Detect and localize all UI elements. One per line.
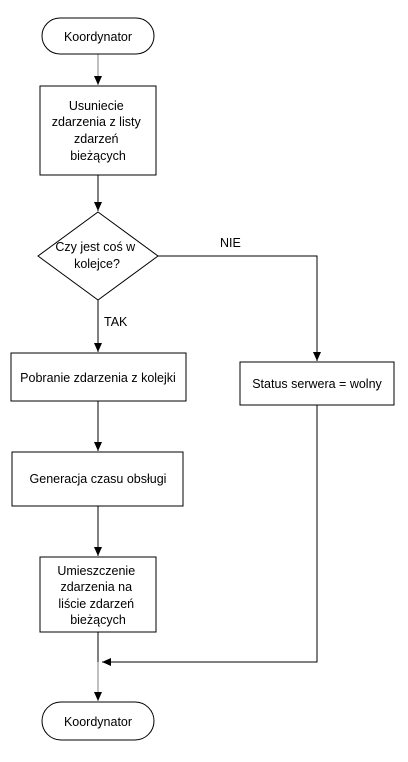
connectors	[94, 54, 321, 701]
end-terminator-label: Koordynator	[64, 715, 132, 729]
service-time-process: Generacja czasu obsługi	[11, 451, 184, 507]
place-event-process: Umieszczenie zdarzenia na liście zdarzeń…	[39, 556, 157, 633]
queue-decision: Czy jest coś w kolejce?	[37, 211, 159, 301]
start-terminator-label: Koordynator	[64, 30, 132, 44]
fetch-event-label: Pobranie zdarzenia z kolejki	[20, 371, 176, 385]
remove-event-process: Usuniecie zdarzenia z listy zdarzeń bież…	[39, 85, 157, 176]
server-status-label: Status serwera = wolny	[252, 377, 382, 391]
end-terminator: Koordynator	[41, 701, 155, 741]
connector-status-to-merge	[102, 405, 318, 666]
yes-branch-label: TAK	[104, 315, 128, 329]
service-time-label: Generacja czasu obsługi	[30, 472, 167, 486]
remove-event-label: Usuniecie zdarzenia z listy zdarzeń bież…	[52, 99, 144, 163]
no-branch-label: NIE	[220, 236, 241, 250]
decision-label: Czy jest coś w kolejce?	[55, 240, 138, 271]
fetch-event-process: Pobranie zdarzenia z kolejki	[10, 352, 187, 402]
place-event-label: Umieszczenie zdarzenia na liście zdarzeń…	[57, 564, 138, 627]
start-terminator: Koordynator	[41, 17, 155, 55]
server-status-process: Status serwera = wolny	[239, 361, 395, 406]
connector-decision-to-status	[158, 255, 321, 361]
